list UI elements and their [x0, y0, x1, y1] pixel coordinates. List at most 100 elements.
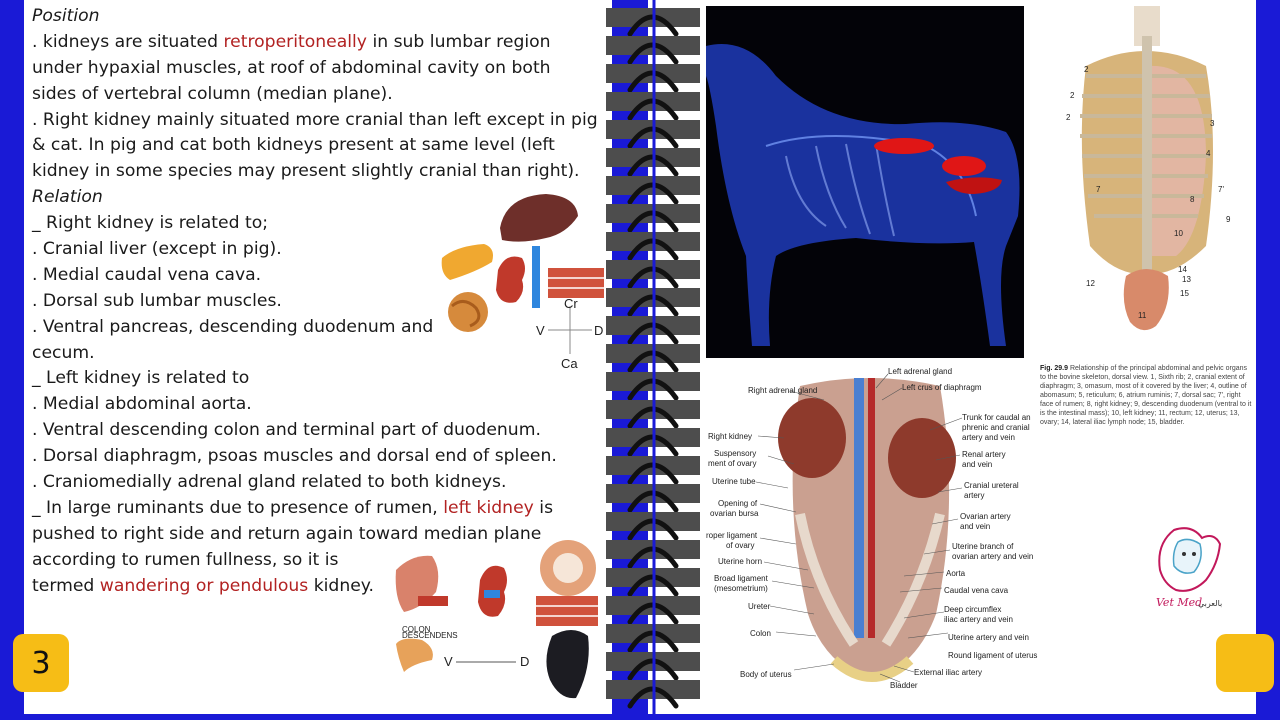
ventral-label: V — [444, 654, 453, 669]
figure-number: 10 — [1174, 229, 1183, 238]
figure-number: 11 — [1138, 311, 1147, 320]
label-proper-ligament-1: roper ligament — [706, 531, 758, 540]
text-line: & cat. In pig and cat both kidneys prese… — [32, 135, 555, 156]
label-deep-circumflex-1: Deep circumflex — [944, 605, 1001, 614]
label-body-of-uterus: Body of uterus — [740, 670, 792, 679]
figure-caption-text: Relationship of the principal abdominal … — [1040, 365, 1252, 426]
vena-cava-shape — [854, 378, 864, 638]
label-left-crus: Left crus of diaphragm — [902, 383, 982, 392]
text-span: _ In large ruminants due to presence of … — [32, 497, 444, 518]
ribs — [785, 143, 895, 237]
logo-arabic-text: بالعربي — [1198, 599, 1222, 608]
label-cranial-ureteral-1: Cranial ureteral — [964, 481, 1019, 490]
logo-cat-outline — [1158, 527, 1222, 592]
label-uterine-branch-2: ovarian artery and vein — [952, 552, 1033, 561]
colon-label: COLON — [402, 625, 431, 634]
text-line: . Craniomedially adrenal gland related t… — [32, 472, 507, 493]
text-line: . Ventral pancreas, descending duodenum … — [32, 316, 434, 337]
label-trunk-2: phrenic and cranial — [962, 423, 1030, 432]
kidney-highlight — [942, 156, 986, 176]
descendens-label: DESCENDENS — [402, 631, 458, 640]
liver-illustration — [500, 194, 578, 242]
label-bladder: Bladder — [890, 681, 918, 690]
text-line: . Right kidney mainly situated more cran… — [32, 109, 598, 130]
uterine-horns — [795, 512, 945, 647]
xray-horse-image — [706, 6, 1024, 358]
spiral-binding — [606, 0, 702, 714]
next-page-badge[interactable] — [1216, 634, 1274, 692]
label-ovarian-1: Ovarian artery — [960, 512, 1011, 521]
label-cranial-ureteral-2: artery — [964, 491, 984, 500]
label-trunk-1: Trunk for caudal an — [962, 413, 1031, 422]
vena-cava-illustration — [532, 246, 540, 308]
text-line: _ Left kidney is related to — [32, 368, 250, 389]
label-broad-ligament-1: Broad ligament — [714, 574, 769, 583]
figure-caption: Fig. 29.9 Relationship of the principal … — [1040, 364, 1252, 427]
muscle-illustration — [536, 596, 598, 626]
kidney-highlight — [874, 138, 934, 154]
figure-number: 14 — [1178, 265, 1187, 274]
text-span: termed — [32, 575, 100, 596]
colon-illustration — [396, 638, 433, 672]
figure-number: 2 — [1084, 65, 1089, 74]
label-ureter: Ureter — [748, 602, 771, 611]
text-span: is — [533, 497, 554, 518]
text-line: according to rumen fullness, so it is — [32, 549, 339, 570]
left-kidney-relations-diagram: COLON DESCENDENS V D — [395, 540, 598, 699]
caudal-label: Ca — [561, 356, 578, 371]
label-right-adrenal: Right adrenal gland — [748, 386, 817, 395]
bladder-shape — [830, 656, 914, 682]
text-line: kidney in some species may present sligh… — [32, 161, 580, 182]
left-kidney-term: left kidney — [443, 497, 534, 518]
ventral-label: V — [536, 323, 545, 338]
label-opening-1: Opening of — [718, 499, 758, 508]
label-right-kidney: Right kidney — [708, 432, 752, 441]
kidney-illustration — [496, 256, 525, 303]
figure-number: 8 — [1190, 195, 1195, 204]
label-opening-2: ovarian bursa — [710, 509, 759, 518]
horse-silhouette — [706, 44, 1020, 346]
dorsal-label: D — [520, 654, 529, 669]
figure-number: 12 — [1086, 279, 1095, 288]
figure-label: Fig. 29.9 — [1040, 365, 1069, 372]
logo-face — [1172, 538, 1202, 574]
text-line: termed wandering or pendulous kidney. — [32, 574, 612, 600]
label-caudal-vena-cava: Caudal vena cava — [944, 586, 1009, 595]
figure-number: 3 — [1210, 119, 1215, 128]
figure-number: 4 — [1206, 149, 1211, 158]
text-line: cecum. — [32, 342, 95, 363]
text-line: under hypaxial muscles, at roof of abdom… — [32, 57, 551, 78]
text-line: _ Right kidney is related to; — [32, 213, 269, 234]
text-line: . Ventral descending colon and terminal … — [32, 420, 541, 441]
bovine-skeleton-figure: 2 2 2 3 4 7 7' 8 9 10 11 12 13 14 15 — [1066, 6, 1231, 331]
label-external-iliac: External iliac artery — [914, 668, 982, 677]
right-kidney-relations-diagram: Cr V D Ca — [441, 194, 604, 371]
text-line: . Medial abdominal aorta. — [32, 394, 252, 415]
right-kidney-shape — [778, 398, 846, 478]
rectum-area — [1123, 269, 1169, 331]
text-line: . Medial caudal vena cava. — [32, 264, 262, 285]
label-left-adrenal: Left adrenal gland — [888, 367, 952, 376]
label-proper-ligament-2: of ovary — [726, 541, 754, 550]
label-trunk-3: artery and vein — [962, 433, 1015, 442]
label-uterine-branch-1: Uterine branch of — [952, 542, 1014, 551]
aorta-shape — [868, 378, 875, 638]
logo-brand-text: Vet Med — [1156, 596, 1202, 609]
muscle-illustration — [548, 268, 604, 298]
vet-med-logo: Vet Med بالعربي — [1156, 527, 1222, 609]
text-line: . Dorsal diaphragm, psoas muscles and do… — [32, 446, 557, 467]
wandering-term: wandering or pendulous — [99, 575, 309, 596]
label-uterine-horn: Uterine horn — [718, 557, 762, 566]
label-suspensory-2: ment of ovary — [708, 459, 756, 468]
left-kidney-shape — [888, 418, 956, 498]
text-span: kidney. — [308, 575, 374, 596]
left-page: Position . kidneys are situated retroper… — [24, 0, 612, 714]
position-heading: Position — [32, 6, 100, 26]
bladder-highlight — [946, 177, 1002, 194]
liver-area — [1148, 65, 1206, 256]
label-suspensory-1: Suspensory — [714, 449, 756, 458]
relation-heading: Relation — [32, 187, 103, 208]
label-round-ligament: Round ligament of uterus — [948, 651, 1037, 660]
text-line: . kidneys are situated retroperitoneally… — [32, 30, 612, 56]
uterus-kidney-dissection-figure: Left adrenal gland Left crus of diaphrag… — [706, 367, 1037, 690]
